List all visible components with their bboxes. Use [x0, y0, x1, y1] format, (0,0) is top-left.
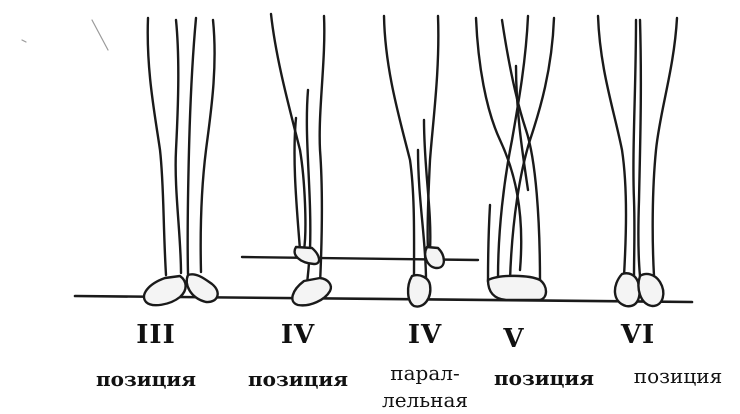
- shoe-right: [639, 274, 664, 306]
- numeral-position-v: V: [484, 326, 544, 352]
- legs-position-iii: [144, 18, 218, 305]
- shoe-front: [292, 278, 331, 305]
- legs-position-v: [476, 16, 554, 300]
- legs-position-iv-parallel: [384, 16, 444, 306]
- caption-position-iii: позиция: [86, 369, 206, 389]
- caption-position-vi: позиция: [618, 366, 738, 386]
- legs-position-vi: [598, 16, 677, 306]
- numeral-position-iv: IV: [268, 322, 328, 348]
- caption-position-iv: позиция: [238, 369, 358, 389]
- numeral-position-iii: III: [126, 322, 186, 348]
- caption-position-iv-parallel-line1: парал-: [365, 363, 485, 383]
- numeral-position-vi: VI: [608, 322, 668, 348]
- legs-position-iv: [271, 14, 331, 305]
- shoe-back: [295, 247, 319, 264]
- paper-specks: [22, 20, 108, 50]
- shoe-front: [144, 276, 186, 305]
- numeral-position-iv-parallel: IV: [395, 322, 455, 348]
- shoe-back: [425, 247, 444, 268]
- shoe-pair: [488, 276, 546, 300]
- shoe-front: [408, 275, 430, 306]
- caption-position-iv-parallel-line2: лельная: [365, 390, 485, 410]
- shoe-left: [615, 273, 640, 306]
- caption-position-v: позиция: [484, 368, 604, 388]
